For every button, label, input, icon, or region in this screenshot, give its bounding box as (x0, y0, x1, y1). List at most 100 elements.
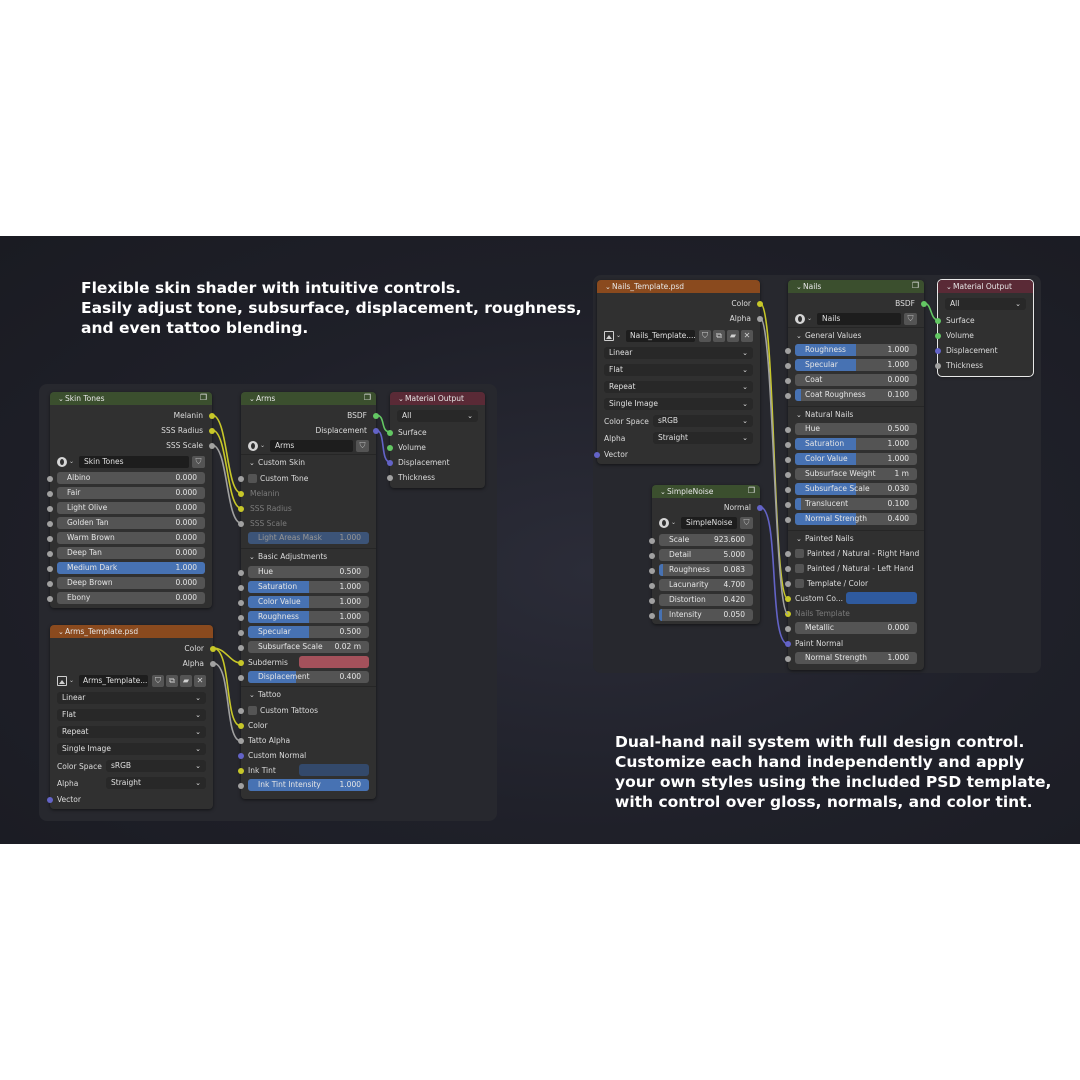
socket[interactable] (238, 674, 244, 681)
node-header[interactable]: ⌄Material Output (938, 280, 1033, 293)
chevron-down-icon[interactable]: ⌄ (58, 395, 64, 403)
skin-tones-node[interactable]: ⌄Skin Tones❐ Melanin SSS Radius SSS Scal… (47, 392, 215, 608)
node-tree-icon[interactable] (57, 457, 67, 467)
socket[interactable] (594, 451, 600, 458)
extension-dropdown[interactable]: Repeat⌄ (597, 380, 760, 395)
image-name[interactable]: Nails_Template.... (626, 330, 695, 342)
socket[interactable] (209, 442, 215, 449)
socket[interactable] (757, 504, 763, 511)
simple-noise-node[interactable]: ⌄SimpleNoise❐ Normal ⌄SimpleNoise⛉ Scale… (649, 485, 763, 624)
panel-painted-nails[interactable]: ⌄Painted Nails (788, 530, 924, 545)
socket[interactable] (757, 315, 763, 322)
panel-basic-adjustments[interactable]: ⌄Basic Adjustments (241, 548, 376, 563)
chevron-down-icon[interactable]: ⌄ (660, 488, 666, 496)
source-dropdown[interactable]: Single Image⌄ (50, 742, 213, 757)
image-icon[interactable] (57, 676, 67, 686)
socket[interactable] (785, 486, 791, 493)
socket[interactable] (935, 347, 941, 354)
interpolation-dropdown[interactable]: Linear⌄ (50, 691, 213, 706)
socket[interactable] (785, 501, 791, 508)
panel-natural-nails[interactable]: ⌄Natural Nails (788, 406, 924, 421)
chevron-down-icon[interactable]: ⌄ (605, 283, 611, 291)
socket[interactable] (47, 796, 53, 803)
close-icon[interactable]: ✕ (194, 675, 206, 687)
target-dropdown[interactable]: All⌄ (390, 409, 485, 424)
socket[interactable] (47, 520, 53, 527)
socket[interactable] (387, 474, 393, 481)
socket[interactable] (935, 317, 941, 324)
duplicate-icon[interactable]: ⧉ (166, 675, 178, 687)
checkbox[interactable] (248, 706, 257, 715)
socket[interactable] (785, 625, 791, 632)
socket[interactable] (387, 444, 393, 451)
arms-template-image-node[interactable]: ⌄Arms_Template.psd Color Alpha ⌄Arms_Tem… (47, 625, 216, 809)
socket[interactable] (238, 490, 244, 497)
socket[interactable] (387, 459, 393, 466)
color-subdermis[interactable]: Subdermis (238, 655, 376, 670)
socket[interactable] (47, 490, 53, 497)
datablock-name[interactable]: SimpleNoise (681, 517, 737, 529)
socket[interactable] (47, 475, 53, 482)
node-tree-icon[interactable] (248, 441, 258, 451)
material-output-node-right[interactable]: ⌄Material Output All⌄ Surface Volume Dis… (935, 279, 1034, 377)
socket[interactable] (210, 660, 216, 667)
socket[interactable] (387, 429, 393, 436)
socket[interactable] (47, 580, 53, 587)
arms-node[interactable]: ⌄Arms❐ BSDF Displacement ⌄Arms⛉ ⌄Custom … (238, 392, 379, 799)
socket[interactable] (47, 595, 53, 602)
interpolation-dropdown[interactable]: Linear⌄ (597, 346, 760, 361)
socket[interactable] (238, 584, 244, 591)
socket[interactable] (757, 300, 763, 307)
node-tree-icon[interactable] (659, 518, 669, 528)
shield-icon[interactable]: ⛉ (904, 313, 917, 325)
panel-tattoo[interactable]: ⌄Tattoo (241, 686, 376, 701)
socket[interactable] (238, 644, 244, 651)
node-header[interactable]: ⌄Nails_Template.psd (597, 280, 760, 293)
material-output-node-left[interactable]: ⌄Material Output All⌄ Surface Volume Dis… (387, 392, 485, 488)
socket[interactable] (238, 475, 244, 482)
nails-node[interactable]: ⌄Nails❐ BSDF ⌄Nails⛉ ⌄General Values Rou… (785, 280, 927, 670)
folder-icon[interactable]: ▰ (727, 330, 739, 342)
socket[interactable] (373, 412, 379, 419)
socket[interactable] (238, 659, 244, 666)
chevron-down-icon[interactable]: ⌄ (398, 395, 404, 403)
nails-template-image-node[interactable]: ⌄Nails_Template.psd Color Alpha ⌄Nails_T… (594, 280, 763, 464)
datablock-selector[interactable]: ⌄Arms⛉ (241, 439, 376, 454)
socket[interactable] (210, 645, 216, 652)
panel-custom-skin[interactable]: ⌄Custom Skin (241, 454, 376, 469)
socket[interactable] (238, 505, 244, 512)
checkbox-custom-tattoos[interactable]: Custom Tattoos (238, 703, 376, 718)
socket[interactable] (238, 707, 244, 714)
socket[interactable] (238, 520, 244, 527)
datablock-name[interactable]: Arms (270, 440, 353, 452)
